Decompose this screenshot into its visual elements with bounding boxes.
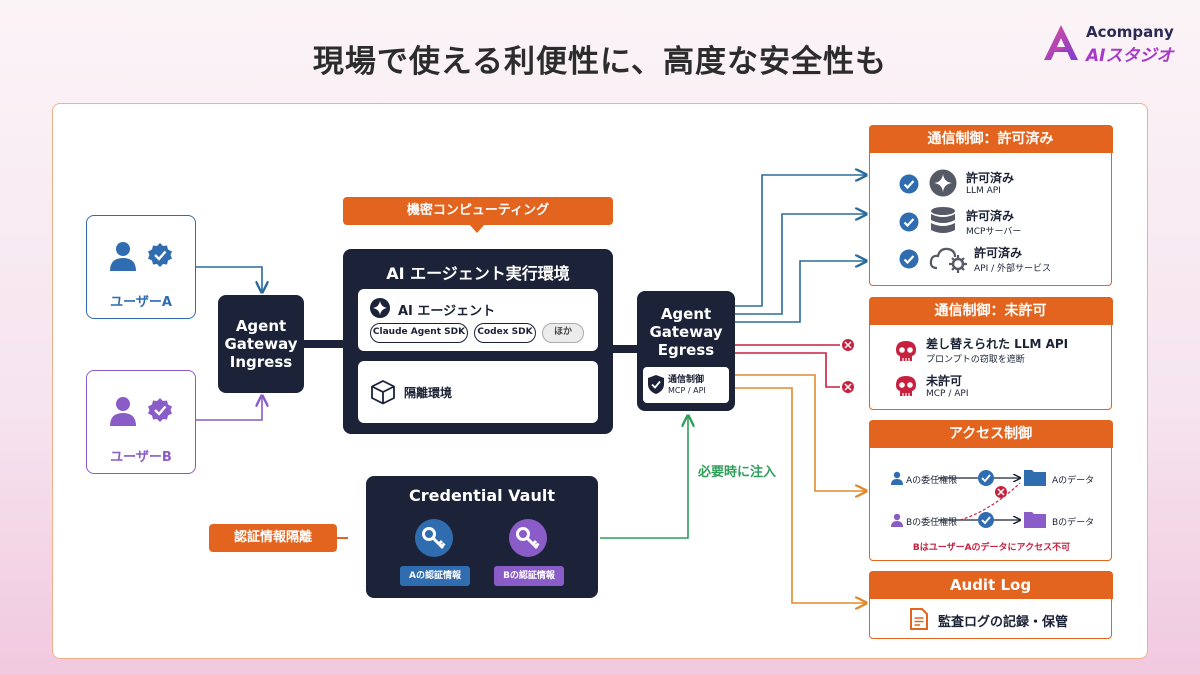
gateway-egress-box[interactable]: Agent Gateway Egress 通信制御 MCP / API xyxy=(637,291,735,411)
folder-icon xyxy=(1024,512,1046,528)
key-icon[interactable] xyxy=(508,518,548,558)
allowed-item-1-sub: LLM API xyxy=(966,186,1001,196)
runtime-title: AI エージェント実行環境 xyxy=(386,264,570,283)
check-icon xyxy=(899,249,919,269)
gateway-ingress-box[interactable]: Agent Gateway Ingress xyxy=(218,295,304,393)
wire-denied-api xyxy=(735,352,840,388)
key-icon[interactable] xyxy=(414,518,454,558)
isolation-label: 隔離環境 xyxy=(404,386,453,400)
logo-mark-icon xyxy=(1044,25,1078,60)
logo-company-name: Acompany xyxy=(1086,23,1174,41)
skull-icon xyxy=(896,341,916,361)
page-title: 現場で使える利便性に、高度な安全性も xyxy=(312,44,888,80)
tag-pointer-icon xyxy=(469,224,485,233)
access-control-panel: アクセス制御 Aの委任権限 Aのデータ Bの委任権限 Bのデータ BはユーザーA… xyxy=(868,419,1113,562)
wire-allowed-api xyxy=(735,261,866,323)
user-icon xyxy=(891,513,903,527)
check-icon xyxy=(899,212,919,232)
access-flow-lines xyxy=(938,421,1113,562)
allowed-panel-title: 通信制御：許可済み xyxy=(868,124,1113,153)
access-b-data: Bのデータ xyxy=(1052,518,1095,528)
access-b-permission: Bの委任権限 xyxy=(906,518,958,528)
document-icon xyxy=(910,608,928,630)
ai-agent-label: AI エージェント xyxy=(398,304,496,319)
folder-icon xyxy=(1024,470,1046,486)
audit-log-title: Audit Log xyxy=(868,570,1113,599)
user-b-label: ユーザーB xyxy=(110,450,172,465)
user-icon xyxy=(110,397,136,426)
user-a-box[interactable]: ユーザーA xyxy=(86,215,196,319)
denied-item-2-sub: MCP / API xyxy=(926,389,969,399)
gateway-ingress-label: Agent Gateway Ingress xyxy=(224,317,298,371)
egress-control-sub: MCP / API xyxy=(668,386,706,395)
denied-item-1-sub: プロンプトの窃取を遮断 xyxy=(926,355,1025,365)
egress-control-card: 通信制御 MCP / API xyxy=(643,367,729,403)
allowed-item-2-sub: MCPサーバー xyxy=(966,227,1022,237)
database-icon xyxy=(931,207,955,233)
allowed-item-1-title: 許可済み xyxy=(966,171,1015,185)
logo-product-name: AIスタジオ xyxy=(1086,46,1174,66)
wire-user-b xyxy=(196,396,262,421)
wire-allowed-mcp xyxy=(735,214,866,315)
allowed-panel: 通信制御：許可済み 許可済み LLM API 許可済み MCPサーバー 許可済み… xyxy=(868,124,1113,286)
skull-icon xyxy=(896,376,916,396)
wire-access xyxy=(735,374,866,491)
wire-audit xyxy=(735,387,866,603)
access-a-data: Aのデータ xyxy=(1052,476,1095,486)
denied-panel-title: 通信制御：未許可 xyxy=(868,296,1113,325)
gateway-egress-label: Agent Gateway Egress xyxy=(649,305,723,359)
wire-allowed-llm xyxy=(735,175,866,307)
denied-item-2-title: 未許可 xyxy=(926,374,963,388)
egress-control-title: 通信制御 xyxy=(668,375,705,385)
credential-isolation-tag: 認証情報隔離 xyxy=(209,524,337,552)
check-icon xyxy=(899,174,919,194)
user-b-box[interactable]: ユーザーB xyxy=(86,370,196,474)
confidential-computing-tag: 機密コンピューティング xyxy=(343,197,613,225)
wire-user-a xyxy=(196,266,262,292)
key-a-label: Aの認証情報 xyxy=(400,566,470,586)
allowed-item-3-sub: API / 外部サービス xyxy=(974,264,1051,274)
wire-runtime-egress xyxy=(612,345,638,353)
cloud-gear-icon xyxy=(929,247,967,273)
isolation-card: 隔離環境 xyxy=(358,361,598,423)
sparkle-icon xyxy=(929,169,957,197)
denied-item-1-title: 差し替えられた LLM API xyxy=(926,337,1069,351)
allowed-item-3-title: 許可済み xyxy=(974,246,1023,260)
inject-label: 必要時に注入 xyxy=(698,465,777,480)
allowed-item-2-title: 許可済み xyxy=(966,209,1015,223)
access-a-permission: Aの委任権限 xyxy=(906,476,958,486)
agent-runtime-box: AI エージェント実行環境 AI エージェント Claude Agent SDK… xyxy=(343,249,613,434)
verified-badge-icon xyxy=(148,243,172,267)
ai-agent-card[interactable]: AI エージェント Claude Agent SDK Codex SDK ほか xyxy=(358,289,598,351)
brand-logo: Acompany AIスタジオ xyxy=(1040,20,1190,66)
verified-badge-icon xyxy=(148,398,172,422)
user-icon xyxy=(110,242,136,271)
chip-claude-agent-sdk: Claude Agent SDK xyxy=(370,323,468,343)
cube-icon xyxy=(371,380,395,405)
access-note: BはユーザーAのデータにアクセス不可 xyxy=(912,543,1071,553)
credential-vault-box: Credential Vault Aの認証情報 Bの認証情報 xyxy=(366,476,598,598)
vault-title: Credential Vault xyxy=(409,486,555,505)
user-a-label: ユーザーA xyxy=(110,295,172,310)
denied-panel: 通信制御：未許可 差し替えられた LLM API プロンプトの窃取を遮断 未許可… xyxy=(868,296,1113,410)
shield-check-icon xyxy=(648,375,664,394)
user-icon xyxy=(891,471,903,485)
wire-ingress-runtime xyxy=(304,340,346,348)
audit-log-text: 監査ログの記録・保管 xyxy=(938,615,1069,630)
chip-codex-sdk: Codex SDK xyxy=(474,323,536,343)
key-b-label: Bの認証情報 xyxy=(494,566,564,586)
sparkle-icon xyxy=(370,298,390,318)
chip-others: ほか xyxy=(542,323,584,343)
wire-inject xyxy=(600,416,688,539)
access-control-title: アクセス制御 xyxy=(868,419,1113,448)
audit-log-panel: Audit Log 監査ログの記録・保管 xyxy=(868,570,1113,639)
